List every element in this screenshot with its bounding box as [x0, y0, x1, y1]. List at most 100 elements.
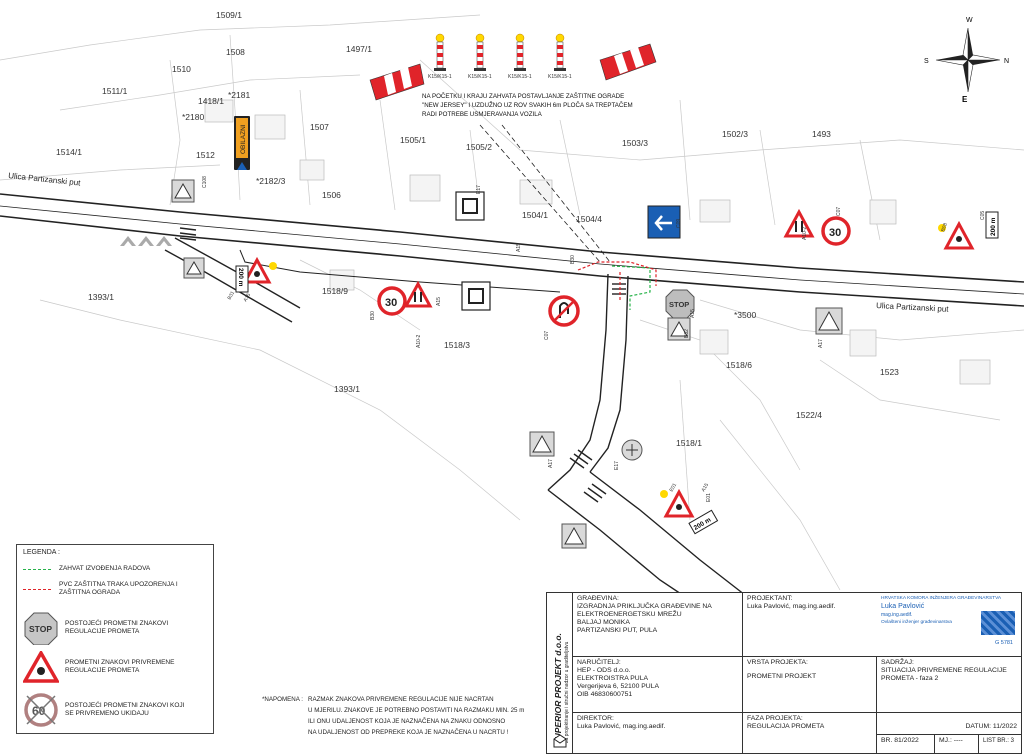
street-label-west: Ulica Partizanski put	[8, 171, 82, 188]
existing-sign-crosswalk	[815, 307, 843, 335]
sign-code-label: B32	[684, 329, 690, 338]
parcel-label: 1518/9	[322, 286, 348, 296]
parcel-label: 1497/1	[346, 44, 372, 54]
vrsta-cell: VRSTA PROJEKTA: PROMETNI PROJEKT	[743, 657, 877, 713]
gradevina-line: PARTIZANSKI PUT, PULA	[577, 627, 658, 634]
parcel-label: 1393/1	[88, 292, 114, 302]
gradevina-line: BALJAJ MONIKA	[577, 619, 630, 626]
distance-plate-west: 200 m	[235, 265, 249, 293]
company-logo-icon	[553, 734, 567, 748]
sign-code-label: C07	[836, 207, 842, 216]
list-cell: LIST BR.: 3	[979, 735, 1021, 753]
legend-item-work-zone: ZAHVAT IZVOĐENJA RADOVA	[23, 565, 150, 573]
priority-sign-north	[455, 191, 485, 221]
legend-label: POSTOJEĆI PROMETNI ZNAKOVI REGULACIJE PR…	[65, 620, 169, 635]
existing-sign-triangle-3	[667, 317, 691, 341]
existing-sign-triangle-5	[561, 523, 587, 549]
datum-value: DATUM: 11/2022	[965, 723, 1017, 730]
parcel-label: 1508	[226, 47, 245, 57]
speed-limit-sign-east: 30	[821, 216, 851, 246]
existing-sign-triangle-4	[529, 431, 555, 457]
legend-stop-text: STOP	[29, 624, 52, 634]
new-jersey-barrier-right	[599, 43, 657, 81]
compass-s: S	[924, 58, 929, 65]
legend-label: POSTOJEĆI PROMETNI ZNAKOVI KOJI SE PRIVR…	[65, 702, 185, 717]
legend-item-temporary-signs: PROMETNI ZNAKOVI PRIVREMENE REGULACIJE P…	[23, 651, 185, 683]
distance-plate-west-label: 200 m	[237, 268, 244, 287]
sign-code-label: E17	[614, 461, 620, 470]
parcel-label: 1502/3	[722, 129, 748, 139]
faza-cell: FAZA PROJEKTA: REGULACIJA PROMETA	[743, 713, 877, 753]
existing-sign-triangle-1	[171, 179, 195, 203]
sign-code-label: E01	[669, 482, 679, 493]
parcel-label: *2182/3	[256, 176, 286, 186]
legend-label: ZAHVAT IZVOĐENJA RADOVA	[59, 565, 151, 572]
pvc-tape-line	[577, 261, 657, 286]
br-cell: BR. 81/2022	[877, 735, 935, 753]
parcel-label: 1510	[172, 64, 191, 74]
faza-heading: FAZA PROJEKTA:	[747, 715, 803, 722]
sign-code-label: A15	[701, 482, 711, 493]
sign-code-label: A10-2	[416, 334, 422, 348]
sign-code-label: A15	[243, 292, 253, 303]
sign-code-label: E01	[706, 493, 712, 502]
datum-cell: DATUM: 11/2022	[877, 713, 1021, 735]
cancelled-speed-sign-icon: 60	[24, 693, 58, 727]
compass-rose: W S N E	[924, 17, 1009, 104]
parcel-label: 1514/1	[56, 147, 82, 157]
mj-value: MJ.: ----	[939, 737, 963, 744]
warning-sign-a15-west	[242, 256, 277, 284]
sign-codes: C108A15B31A10-2B30A15E17A15C07B30A10-2C0…	[202, 176, 986, 502]
sign-code-label: A10-2	[802, 226, 808, 240]
distance-plate-east: 200 m	[985, 211, 999, 239]
chamber-person: Luka Pavlović	[881, 603, 925, 610]
barrier-post: K15/K15-1	[508, 33, 532, 80]
parcel-label: *2180	[182, 112, 204, 122]
barrier-post-label: K15/K15-1	[428, 74, 452, 80]
br-value: BR. 81/2022	[881, 737, 919, 744]
speed-limit-west-value: 30	[385, 297, 397, 309]
parcel-label: 1504/4	[576, 214, 602, 224]
barrier-post-label: K15/K15-1	[548, 74, 572, 80]
parcel-label: 1505/2	[466, 142, 492, 152]
sign-code-label: B30	[570, 255, 576, 264]
gradevina-line: IZGRADNJA PRIKLJUČKA GRAĐEVINE NA	[577, 603, 712, 610]
barrier-note-line-1: NA POČETKU I KRAJU ZAHVATA POSTAVLJANJE …	[422, 93, 624, 100]
compass-w: W	[966, 17, 973, 24]
parcel-label: 1523	[880, 367, 899, 377]
barrier-post-label: K15/K15-1	[508, 74, 532, 80]
sadrzaj-line: SITUACIJA PRIVREMENE REGULACIJE	[881, 667, 1007, 674]
parcel-label: 1522/4	[796, 410, 822, 420]
sadrzaj-heading: SADRŽAJ:	[881, 659, 914, 666]
parcel-label: 1493	[812, 129, 831, 139]
parcel-label: 1507	[310, 122, 329, 132]
sadrzaj-cell: SADRŽAJ: SITUACIJA PRIVREMENE REGULACIJE…	[877, 657, 1021, 713]
legend-title: LEGENDA :	[23, 549, 60, 556]
distance-plate-south: 200 m	[688, 509, 719, 535]
obilazni-label: OBILAZNI	[240, 124, 247, 154]
compass-n: N	[1004, 58, 1009, 65]
title-block: SUPERIOR PROJEKT d.o.o. za projektiranje…	[546, 592, 1022, 754]
sign-code-label: A15	[690, 309, 696, 318]
narucitelj-cell: NARUČITELJ: HEP - ODS d.o.o. ELEKTROISTR…	[573, 657, 743, 713]
crosswalks	[179, 227, 626, 503]
parcel-label: 1504/1	[522, 210, 548, 220]
sign-code-label: C07	[544, 331, 550, 340]
parcel-label: 1393/1	[334, 384, 360, 394]
sign-code-label: B08	[940, 222, 949, 233]
compass-e: E	[962, 95, 968, 104]
mj-cell: MJ.: ----	[935, 735, 979, 753]
parcel-label: 1505/1	[400, 135, 426, 145]
vrsta-heading: VRSTA PROJEKTA:	[747, 659, 808, 666]
sign-code-label: E17	[476, 185, 482, 194]
legend-green-line	[23, 568, 51, 570]
sign-code-label: C108	[202, 176, 208, 188]
stop-sign-label: STOP	[669, 300, 689, 309]
gradevina-line: ELEKTROENERGETSKU MREŽU	[577, 611, 682, 618]
chamber-role: Ovlašteni inženjer građevinarstva	[881, 620, 952, 625]
company-subtitle: za projektiranje i stručni nadzor u grad…	[564, 641, 570, 743]
main-road	[0, 193, 1024, 307]
notes-line: NA UDALJENOST OD PREPREKE KOJA JE NAZNAČ…	[308, 729, 509, 736]
